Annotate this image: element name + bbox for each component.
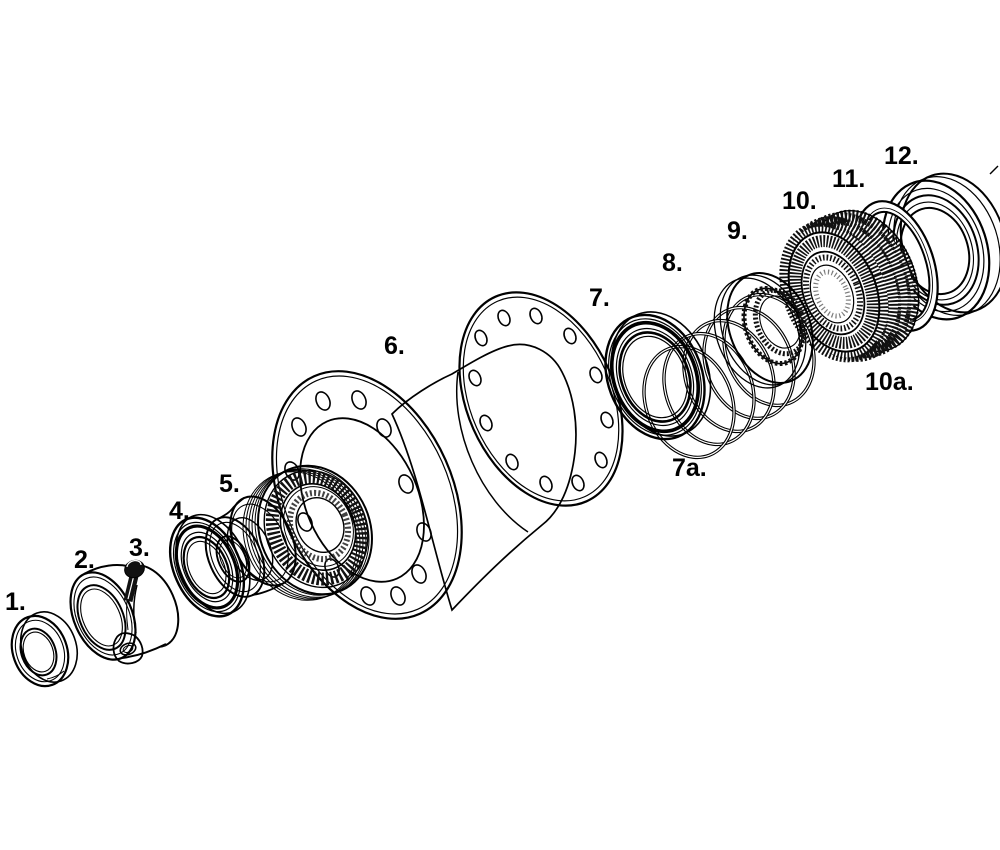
- right-flange-spoke-holes: [468, 307, 614, 493]
- part-label-3: 3.: [129, 534, 150, 562]
- part-label-7: 7.: [589, 284, 610, 312]
- part-label-2: 2.: [74, 546, 95, 574]
- part-6-hub-shell: [242, 291, 624, 620]
- part-1-seal-ring: [10, 611, 79, 688]
- part-label-8: 8.: [662, 249, 683, 277]
- part-label-7a: 7a.: [672, 454, 707, 482]
- part-labels: 1. 2. 3. 4. 5. 6. 7. 7a. 8. 9. 10. 10a. …: [5, 142, 919, 616]
- part-label-12: 12.: [884, 142, 919, 170]
- part-label-6: 6.: [384, 332, 405, 360]
- part-label-4: 4.: [169, 497, 190, 525]
- part-label-11: 11.: [832, 165, 865, 193]
- hub-cone-body: [390, 343, 577, 612]
- part-label-10a: 10a.: [865, 368, 914, 396]
- part-10-drive-ring: [779, 209, 920, 363]
- part-3-clamp-bolt: [123, 559, 145, 603]
- part-label-1: 1.: [5, 588, 26, 616]
- hub-barrel-transition-line: [456, 371, 529, 533]
- part-4-seal: [168, 513, 251, 618]
- part-9-ratchet-ring: [713, 272, 814, 389]
- part-label-5: 5.: [219, 470, 240, 498]
- part-label-9: 9.: [727, 217, 748, 245]
- clamp-lug: [112, 632, 144, 665]
- part-label-10: 10.: [782, 187, 817, 215]
- stray-mark: [989, 165, 999, 175]
